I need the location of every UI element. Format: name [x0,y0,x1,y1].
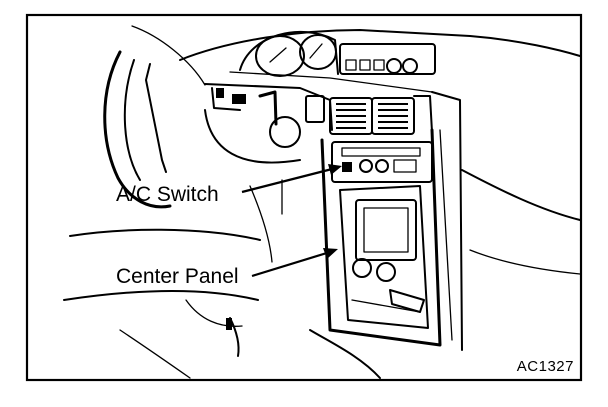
ignition-knob [269,116,301,148]
callout-center-panel: Center Panel [116,248,338,288]
center-panel-label: Center Panel [116,265,239,288]
callout-ac-switch: A/C Switch [116,164,342,206]
tachometer-gauge [299,34,337,70]
center-panel-radio-opening [355,199,417,261]
speedometer-gauge [255,35,305,77]
ac-switch-leader-line [241,166,337,194]
center-panel-arrowhead [323,248,338,259]
figure-border [25,13,583,382]
ac-switch-button [342,162,352,172]
figure-code: AC1327 [517,358,574,375]
center-panel-leader-line [251,250,331,278]
ac-switch-label: A/C Switch [116,183,219,206]
upper-switch-bank [339,43,436,75]
center-panel-body [339,185,429,329]
center-vent-right [371,97,415,135]
ac-switch-arrowhead [328,164,342,175]
dashboard-illustration [63,25,581,379]
